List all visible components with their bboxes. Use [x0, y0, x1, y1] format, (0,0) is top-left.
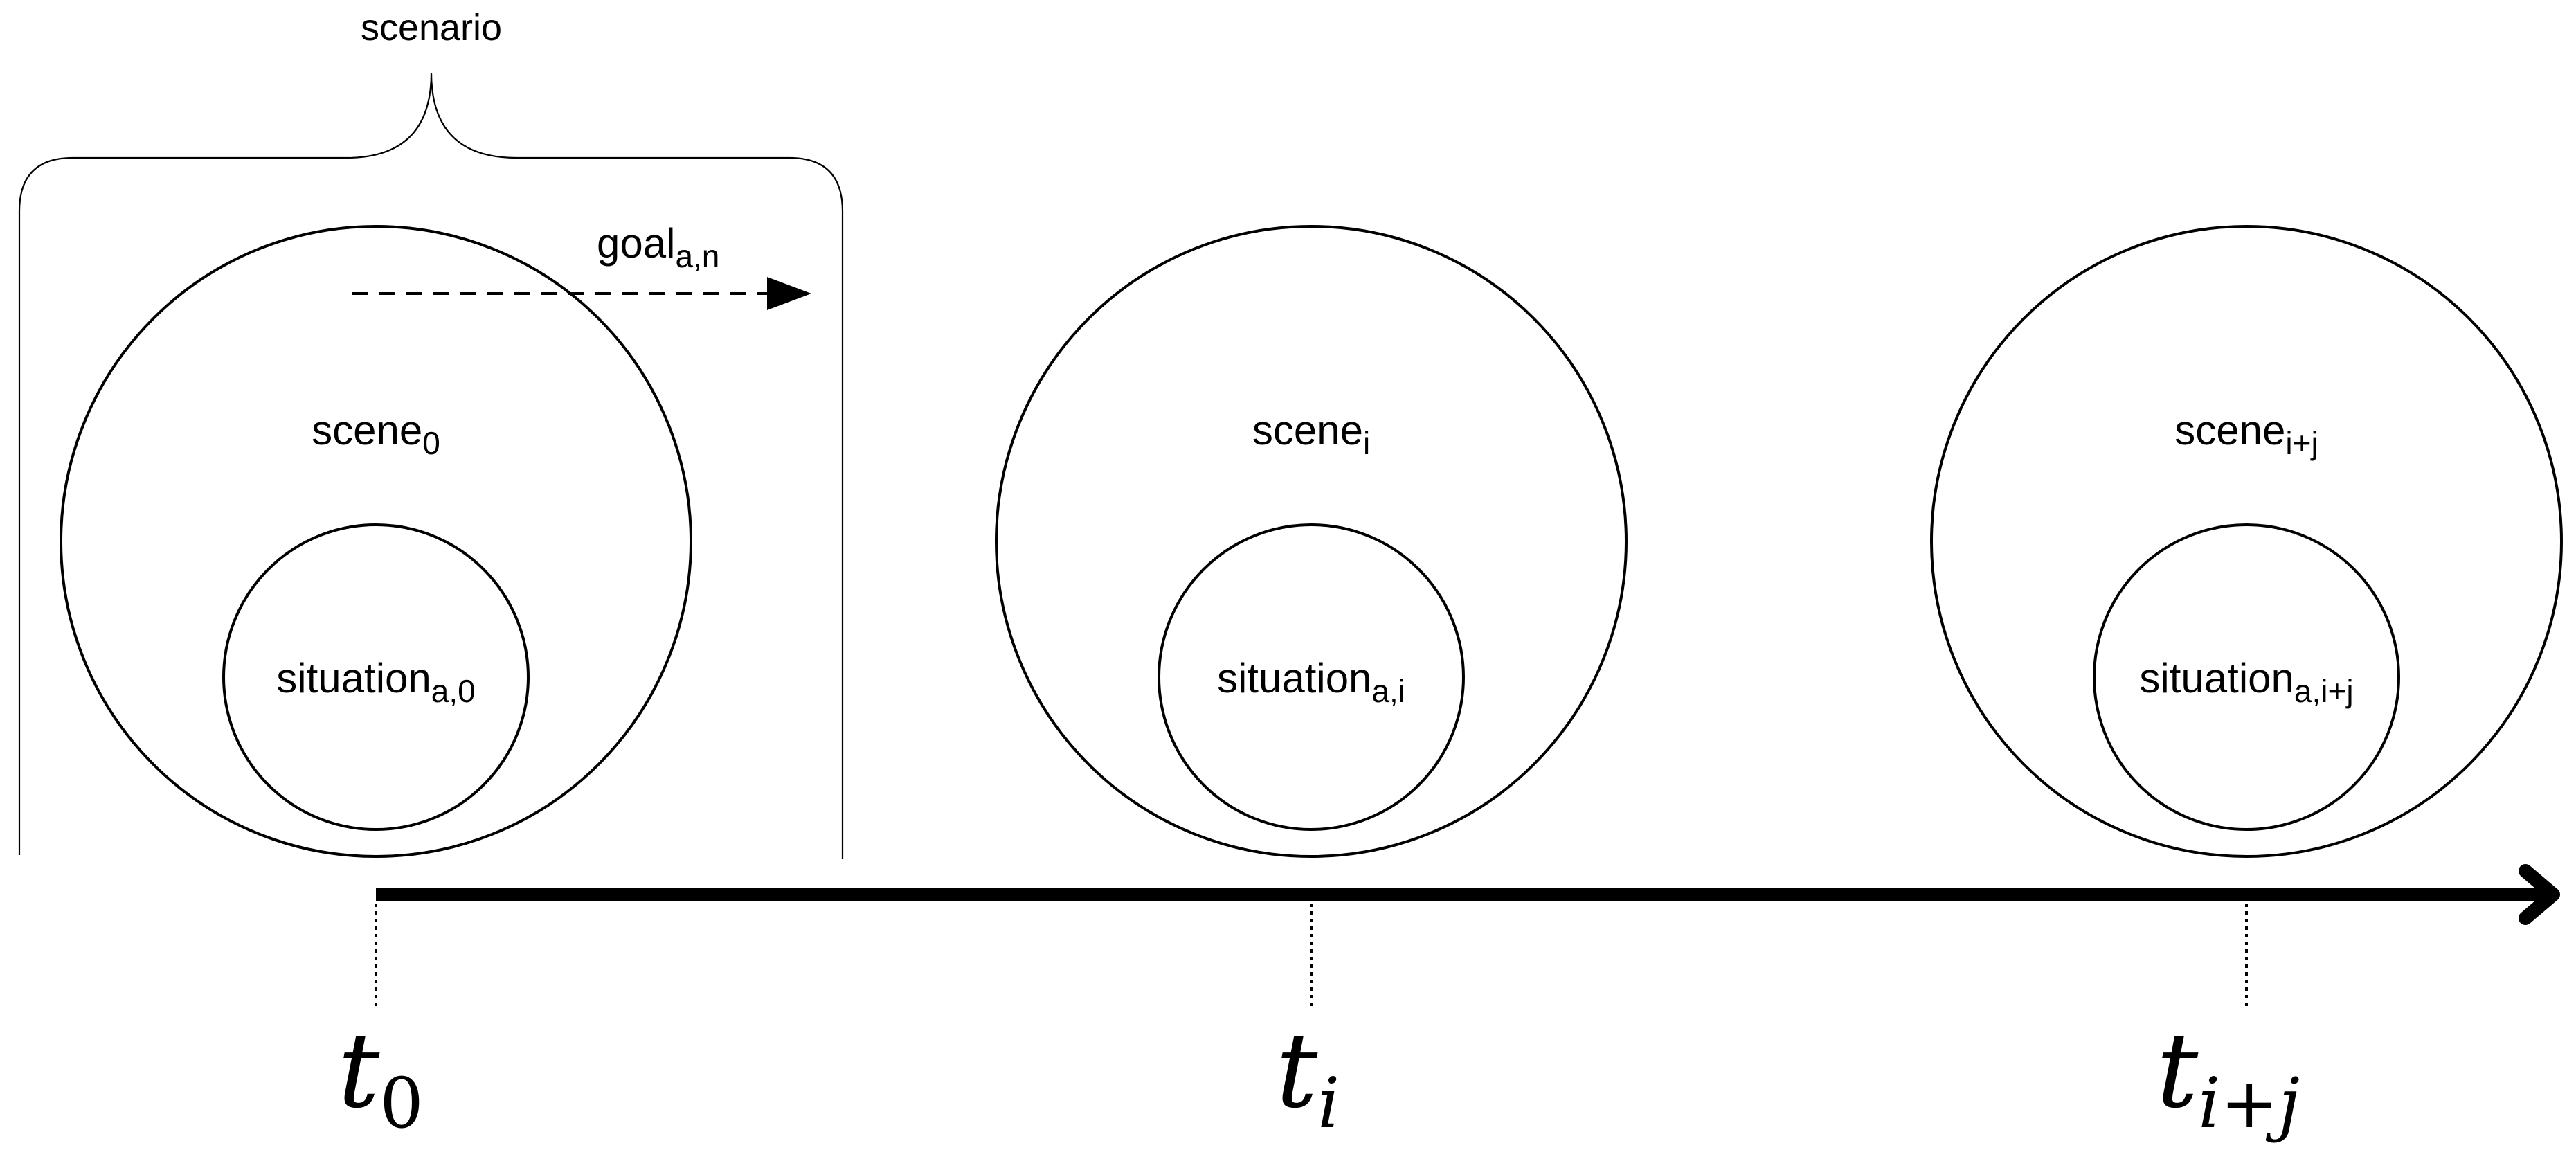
scenario-label: scenario [361, 7, 502, 48]
time-label-i: ti [1276, 1011, 1340, 1144]
scene-circle-0 [60, 225, 692, 858]
time-axis-arrowhead [2519, 864, 2560, 925]
situation-label-i-plus-j: situationa,i+j [2139, 655, 2353, 709]
situation-circle-i-plus-j [2093, 523, 2400, 831]
situation-circle-0 [222, 523, 530, 831]
situation-label-0: situationa,0 [276, 655, 475, 709]
scene-label-i-plus-j: scenei+j [2174, 407, 2318, 461]
goal-label: goala,n [597, 220, 719, 274]
scene-label-0: scene0 [312, 407, 440, 461]
scene-circle-i-plus-j [1930, 225, 2563, 858]
time-label-0: t0 [338, 1011, 424, 1144]
scene-label-i: scenei [1252, 407, 1370, 461]
situation-label-i: situationa,i [1217, 655, 1405, 709]
scenario-brace [18, 72, 844, 859]
time-label-i-plus-j: ti+j [2156, 1011, 2300, 1144]
scene-circle-i [995, 225, 1628, 858]
goal-arrow-head [767, 277, 811, 310]
situation-circle-i [1158, 523, 1465, 831]
